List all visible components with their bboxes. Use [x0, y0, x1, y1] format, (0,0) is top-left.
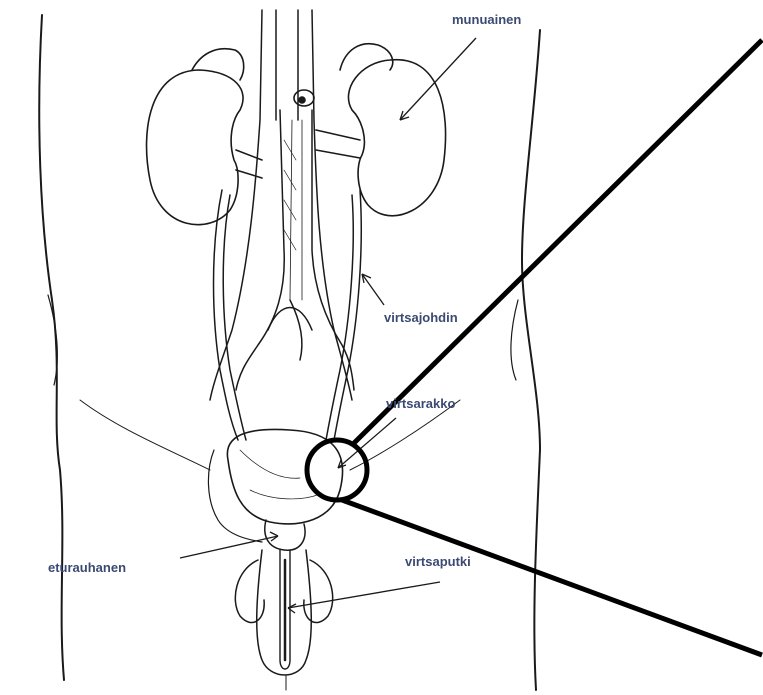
ureter-leader	[362, 274, 384, 305]
kidney-leader	[400, 38, 476, 120]
vessels	[210, 10, 354, 400]
label-bladder: virtsarakko	[386, 396, 455, 411]
label-prostate: eturauhanen	[48, 560, 126, 575]
label-ureter: virtsajohdin	[384, 310, 458, 325]
prostate-leader	[180, 536, 278, 558]
label-kidney: munuainen	[452, 12, 521, 27]
prostate-urethra	[235, 520, 332, 690]
zoom-line-upper	[352, 40, 762, 445]
kidneys	[147, 44, 446, 225]
label-urethra: virtsaputki	[405, 554, 471, 569]
urethra-arrowhead	[288, 604, 296, 613]
zoom-line-lower	[342, 500, 762, 655]
